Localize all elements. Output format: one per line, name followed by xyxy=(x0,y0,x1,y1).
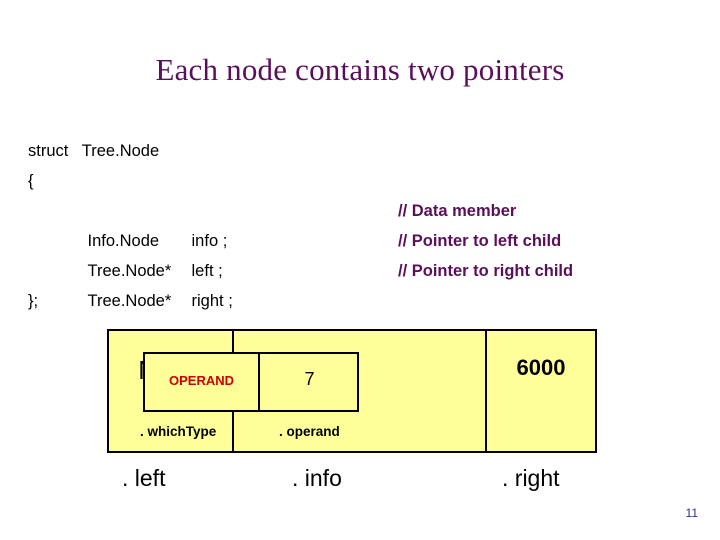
member-type-left: Tree.Node* xyxy=(87,262,172,280)
info-box-divider xyxy=(258,354,260,410)
comment-info: // Data member xyxy=(398,202,517,220)
info-operand-label: . operand xyxy=(279,424,340,439)
info-node-box: OPERAND 7 xyxy=(143,352,359,412)
label-right-pointer: . right xyxy=(502,465,560,491)
node-cell-info xyxy=(234,331,487,451)
code-line-member-right: Tree.Node* right ; // Pointer to right ch… xyxy=(28,256,692,310)
member-type-right: Tree.Node* xyxy=(87,292,172,310)
label-left-pointer: . left xyxy=(122,465,166,491)
info-operand-value: 7 xyxy=(304,369,315,389)
label-info-member: . info xyxy=(292,465,342,491)
code-line-open-brace: { xyxy=(28,172,34,190)
node-cell-right: 6000 xyxy=(487,331,595,451)
code-line-struct: struct Tree.Node xyxy=(28,142,160,160)
code-line-close-brace: }; xyxy=(28,292,39,310)
page-title: Each node contains two pointers xyxy=(155,52,565,87)
member-name-left: left ; xyxy=(191,262,223,280)
code-line-member-info: Info.Node info ; // Data member xyxy=(28,196,692,250)
member-name-info: info ; xyxy=(191,232,228,250)
slide-number: 11 xyxy=(685,506,698,520)
code-block: struct Tree.Node { Info.Node info ; // Da… xyxy=(28,136,692,316)
info-whichtype-value: OPERAND xyxy=(168,373,234,388)
comment-right: // Pointer to right child xyxy=(398,262,574,280)
comment-left: // Pointer to left child xyxy=(398,232,562,250)
info-whichtype-label: . whichType xyxy=(140,424,217,439)
member-type-info: Info.Node xyxy=(87,232,160,250)
code-line-member-left: Tree.Node* left ; // Pointer to left chil… xyxy=(28,226,692,280)
member-name-right: right ; xyxy=(191,292,233,310)
node-right-value: 6000 xyxy=(516,355,566,380)
